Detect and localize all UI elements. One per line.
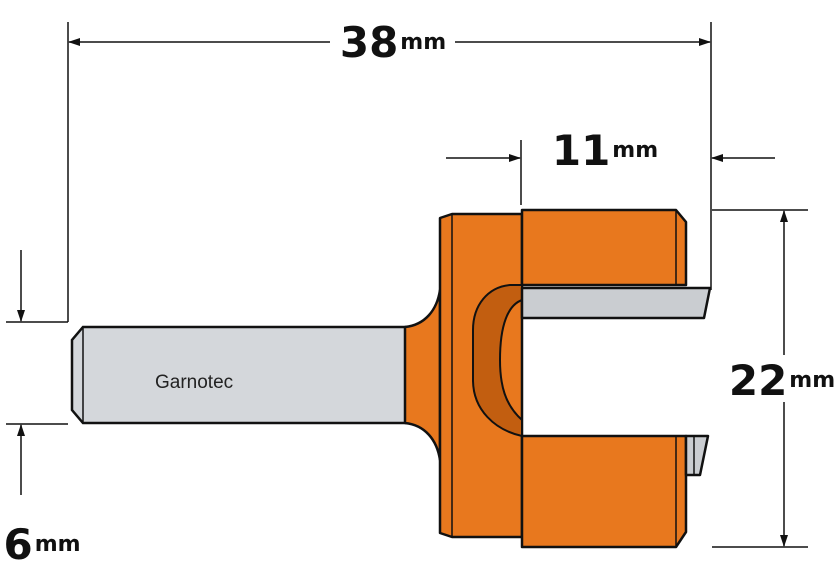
- top-blade: [520, 286, 712, 320]
- inner-cutout: [472, 284, 523, 437]
- upper-jaw: [520, 208, 688, 287]
- brand-label: Garnotec: [155, 372, 233, 393]
- lower-jaw: [520, 434, 688, 549]
- dimension-labels: 38mm 11mm 22mm 6mm: [3, 18, 835, 563]
- shank: Garnotec: [70, 325, 414, 425]
- shank-body: [70, 325, 414, 425]
- body-neck: [403, 288, 442, 462]
- cutting-blades: [520, 286, 712, 477]
- label-6: 6mm: [3, 520, 80, 563]
- label-38: 38mm: [340, 18, 446, 67]
- dimension-lines: [17, 38, 788, 547]
- cutter-body: [403, 208, 688, 549]
- bottom-blade: [684, 434, 710, 477]
- label-11: 11mm: [552, 126, 658, 175]
- label-22: 22mm: [729, 356, 835, 405]
- extension-lines: [6, 22, 808, 548]
